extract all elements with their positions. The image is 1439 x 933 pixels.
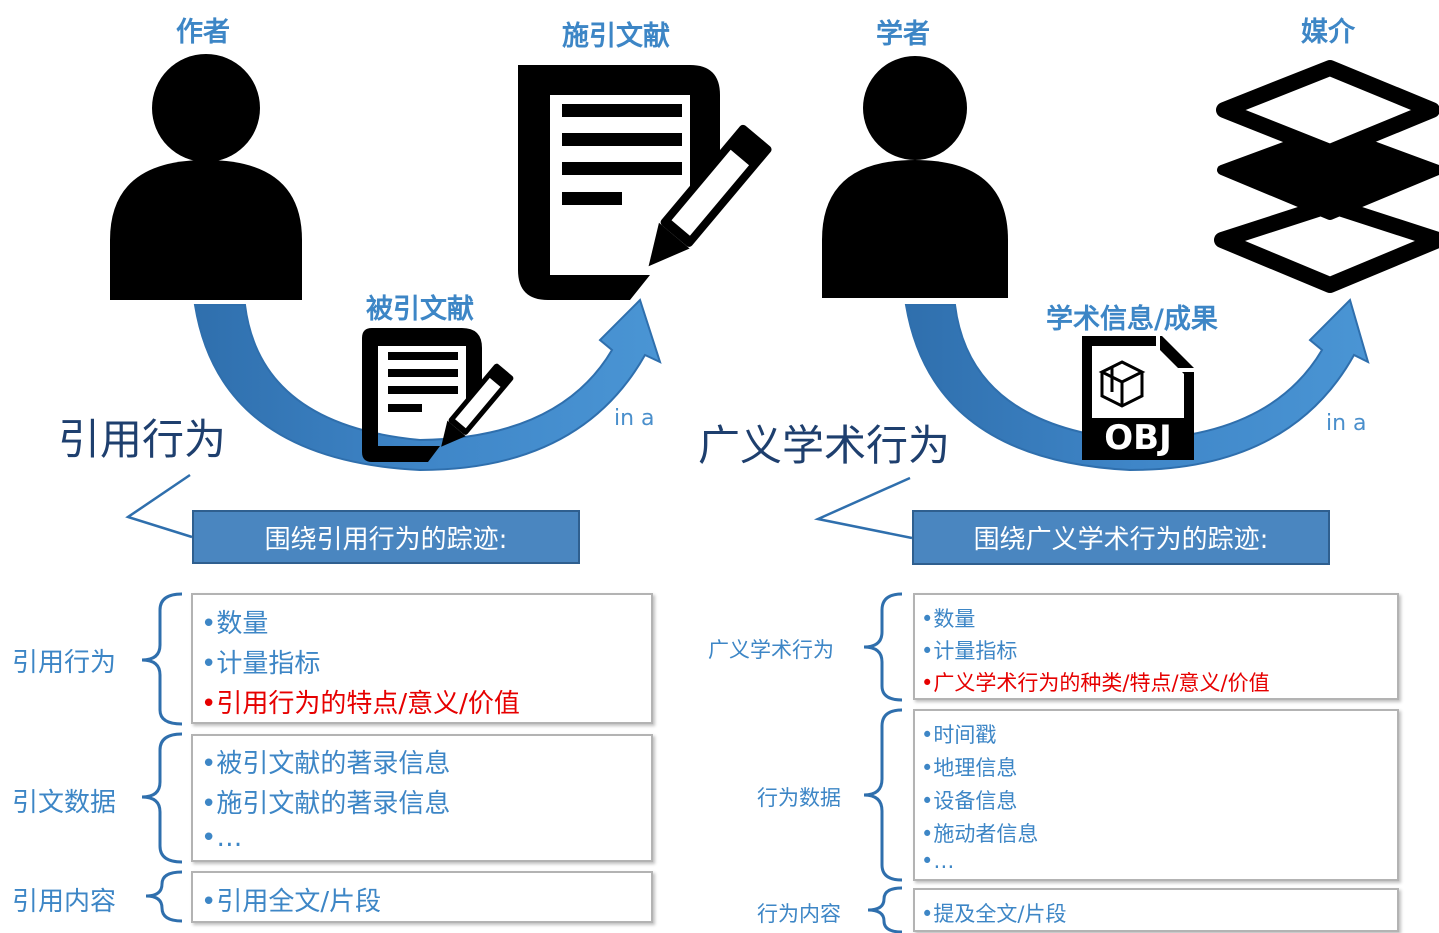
left-in-a-label: in a	[614, 406, 655, 431]
bullet: •	[201, 789, 217, 819]
list-item: •时间戳	[921, 719, 996, 749]
bullet: •	[921, 756, 934, 780]
right-in-a-label: in a	[1326, 411, 1367, 436]
citing-document-label: 施引文献	[562, 21, 670, 52]
list-item: •数量	[921, 603, 975, 633]
scholar-label: 学者	[876, 19, 930, 50]
bullet: •	[921, 671, 934, 695]
list-item-text: …	[216, 823, 243, 853]
bullet: •	[201, 609, 217, 639]
scholarly-info-label: 学术信息/成果	[1046, 304, 1218, 335]
layers-icon	[1214, 60, 1439, 293]
left-group-label-behavior: 引用行为	[12, 648, 117, 678]
list-item-text: 施引文献的著录信息	[216, 789, 451, 819]
list-item-text: 引用全文/片段	[216, 887, 382, 917]
bullet: •	[921, 902, 934, 926]
right-list-box-behavior-data: •时间戳 •地理信息 •设备信息 •施动者信息 •…	[913, 709, 1399, 881]
left-citation-arrow	[193, 298, 662, 472]
list-item: •施引文献的著录信息	[201, 783, 450, 820]
list-item-text: 地理信息	[933, 756, 1018, 780]
bullet: •	[921, 849, 934, 873]
obj-file-icon	[1082, 336, 1194, 460]
left-list-box-citation-data: •被引文献的著录信息 •施引文献的著录信息 •…	[191, 734, 653, 862]
bullet: •	[201, 887, 217, 917]
left-brace-3	[145, 870, 183, 923]
list-item: •…	[921, 849, 954, 873]
list-item: •…	[201, 823, 242, 853]
right-brace-3	[867, 886, 903, 933]
right-behavior-arrow	[904, 298, 1370, 472]
right-brace-1	[863, 592, 903, 702]
list-item: •地理信息	[921, 752, 1017, 782]
list-item-text: 引用行为的特点/意义/价值	[216, 689, 520, 719]
medium-label: 媒介	[1301, 17, 1355, 48]
cited-document-icon	[362, 328, 514, 462]
bullet: •	[201, 649, 217, 679]
list-item-text: 数量	[933, 607, 976, 631]
left-brace-2	[141, 732, 183, 864]
left-brace-1	[141, 592, 183, 726]
list-item-text: 设备信息	[933, 789, 1018, 813]
left-traces-header: 围绕引用行为的踪迹:	[192, 510, 580, 564]
right-group-label-behavior: 广义学术行为	[708, 638, 834, 662]
right-brace-2	[863, 708, 903, 882]
list-item-text: …	[933, 849, 955, 873]
left-list-box-citation-content: •引用全文/片段	[191, 871, 653, 923]
list-item-highlight: •引用行为的特点/意义/价值	[201, 683, 520, 720]
list-item: •被引文献的著录信息	[201, 743, 450, 780]
right-behavior-title: 广义学术行为	[698, 421, 951, 470]
left-group-label-citation-content: 引用内容	[12, 887, 117, 917]
list-item: •提及全文/片段	[921, 898, 1066, 928]
bullet: •	[921, 723, 934, 747]
bullet: •	[921, 639, 934, 663]
scholar-person-icon	[822, 56, 1008, 298]
left-group-label-citation-data: 引文数据	[12, 788, 117, 818]
left-list-box-behavior: •数量 •计量指标 •引用行为的特点/意义/价值	[191, 593, 653, 724]
bullet: •	[921, 822, 934, 846]
list-item: •数量	[201, 603, 268, 640]
left-behavior-title: 引用行为	[58, 415, 227, 464]
list-item-text: 被引文献的著录信息	[216, 749, 451, 779]
right-group-label-behavior-data: 行为数据	[757, 786, 841, 810]
author-label: 作者	[176, 17, 230, 48]
list-item-text: 时间戳	[933, 723, 997, 747]
right-group-label-behavior-content: 行为内容	[757, 902, 841, 926]
list-item-highlight: •广义学术行为的种类/特点/意义/价值	[921, 667, 1270, 697]
bullet: •	[201, 823, 217, 853]
list-item-text: 施动者信息	[933, 822, 1039, 846]
bullet: •	[921, 789, 934, 813]
list-item-text: 提及全文/片段	[933, 902, 1067, 926]
right-traces-header: 围绕广义学术行为的踪迹:	[912, 510, 1330, 565]
author-person-icon	[110, 54, 302, 300]
list-item: •设备信息	[921, 785, 1017, 815]
right-callout-line	[813, 476, 913, 540]
list-item: •引用全文/片段	[201, 881, 381, 918]
list-item-text: 广义学术行为的种类/特点/意义/价值	[933, 671, 1270, 695]
cited-document-label: 被引文献	[366, 294, 474, 325]
list-item: •计量指标	[921, 635, 1017, 665]
bullet: •	[201, 689, 217, 719]
list-item-text: 数量	[216, 609, 269, 639]
right-list-box-behavior: •数量 •计量指标 •广义学术行为的种类/特点/意义/价值	[913, 593, 1399, 700]
obj-file-text: OBJ	[1104, 418, 1172, 458]
right-list-box-behavior-content: •提及全文/片段	[913, 888, 1399, 932]
citing-document-icon	[518, 65, 772, 300]
bullet: •	[921, 607, 934, 631]
list-item: •计量指标	[201, 643, 320, 680]
list-item-text: 计量指标	[216, 649, 321, 679]
list-item-text: 计量指标	[933, 639, 1018, 663]
left-callout-line	[125, 473, 193, 539]
bullet: •	[201, 749, 217, 779]
list-item: •施动者信息	[921, 818, 1038, 848]
